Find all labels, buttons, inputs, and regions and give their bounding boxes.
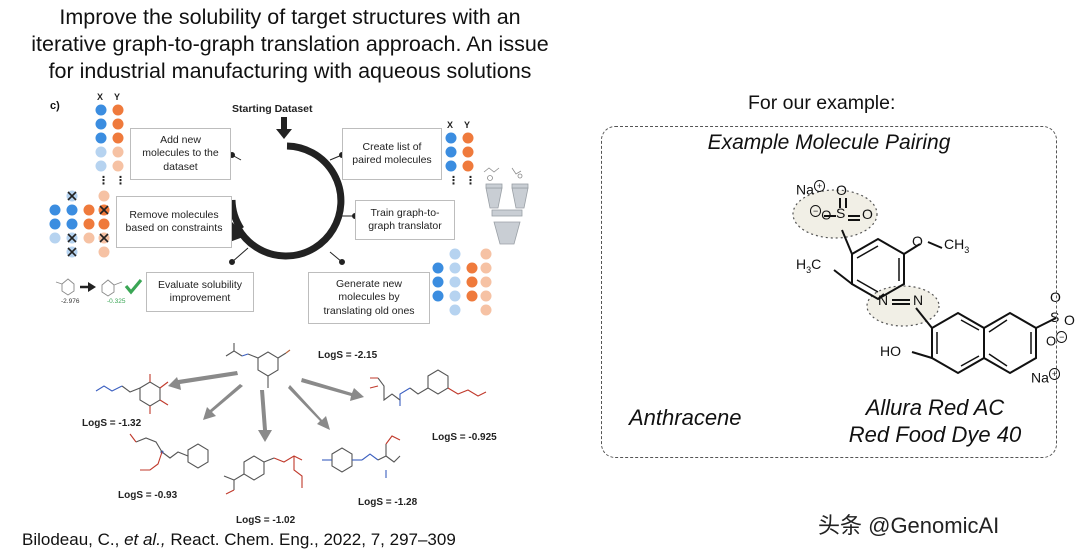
ellipsis-right-x: ⋮ bbox=[448, 175, 459, 187]
allura-red-label: Allura Red AC Red Food Dye 40 bbox=[820, 394, 1050, 448]
ellipsis-right-y: ⋮ bbox=[465, 175, 476, 187]
s-right: S bbox=[1050, 309, 1060, 325]
o-minus-right: O− bbox=[1046, 331, 1068, 349]
translator-network-icon bbox=[485, 183, 529, 245]
o-minus-right-charge: − bbox=[1056, 331, 1068, 343]
watermark: 头条 @GenomicAI bbox=[818, 513, 1000, 538]
o-top-up: O bbox=[836, 182, 847, 198]
cycle-diagram bbox=[49, 104, 529, 495]
ho-label: HO bbox=[880, 343, 901, 359]
food-dye-name: Red Food Dye 40 bbox=[848, 422, 1022, 447]
citation-etal: et al., bbox=[124, 530, 166, 549]
o-top-right: O bbox=[862, 206, 873, 222]
parent-molecule bbox=[225, 343, 291, 388]
dataset-columns-top-left bbox=[95, 104, 124, 172]
ellipsis-left-y: ⋮ bbox=[115, 175, 126, 187]
product-molecule-4 bbox=[322, 435, 401, 478]
cycle-arrow bbox=[224, 142, 345, 260]
start-arrow bbox=[276, 117, 292, 139]
product-molecule-3 bbox=[223, 455, 303, 495]
product-molecule-2 bbox=[129, 433, 209, 471]
logs-product-5: LogS = -0.925 bbox=[432, 432, 497, 443]
example-pairing-box bbox=[601, 126, 1057, 458]
allura-red-name: Allura Red AC bbox=[865, 395, 1005, 420]
ellipsis-left-x: ⋮ bbox=[98, 175, 109, 187]
col-y-top-right: Y bbox=[464, 120, 471, 130]
na-top-charge: + bbox=[813, 180, 826, 192]
logs-product-2: LogS = -0.93 bbox=[118, 490, 178, 501]
slide-title: Improve the solubility of target structu… bbox=[0, 4, 580, 85]
h3c-label: H3C bbox=[796, 256, 822, 275]
dataset-columns-top-right bbox=[445, 132, 474, 172]
o-minus-right-text: O bbox=[1046, 333, 1057, 349]
eval-after-value: -0.325 bbox=[107, 298, 126, 305]
for-example-heading: For our example: bbox=[748, 92, 896, 114]
step-create-pairs: Create list of paired molecules bbox=[342, 128, 442, 180]
mini-molecule-icons bbox=[483, 167, 523, 181]
step-evaluate-solubility: Evaluate solubility improvement bbox=[146, 272, 254, 312]
step-add-molecules: Add new molecules to the dataset bbox=[130, 128, 231, 180]
anthracene-label: Anthracene bbox=[629, 405, 742, 430]
citation-authors: Bilodeau, C., bbox=[22, 530, 125, 549]
na-bottom: Na+ bbox=[1031, 368, 1061, 386]
col-x-top-left: X bbox=[97, 92, 104, 102]
title-line-2: iterative graph-to-graph translation app… bbox=[31, 32, 549, 56]
title-line-3: for industrial manufacturing with aqueou… bbox=[48, 59, 532, 83]
step-remove-molecules: Remove molecules based on constraints bbox=[116, 196, 232, 248]
starting-dataset-label: Starting Dataset bbox=[232, 103, 313, 115]
product-molecule-5 bbox=[369, 369, 487, 406]
s-top: S bbox=[836, 205, 846, 221]
na-bottom-text: Na bbox=[1031, 369, 1049, 386]
example-pairing-title: Example Molecule Pairing bbox=[707, 131, 951, 154]
o-right-up: O bbox=[1050, 289, 1061, 305]
col-y-top-left: Y bbox=[114, 92, 121, 102]
o-right-side: O bbox=[1064, 312, 1075, 328]
title-line-1: Improve the solubility of target structu… bbox=[59, 5, 521, 29]
eval-before-value: -2.976 bbox=[61, 298, 80, 305]
removed-molecules bbox=[49, 190, 110, 258]
product-molecule-1 bbox=[95, 374, 169, 414]
n-azo-2: N bbox=[913, 292, 924, 308]
na-bottom-charge: + bbox=[1048, 368, 1061, 380]
logs-parent: LogS = -2.15 bbox=[318, 350, 378, 361]
logs-product-1: LogS = -1.32 bbox=[82, 418, 142, 429]
evaluate-example bbox=[55, 278, 143, 297]
logs-product-3: LogS = -1.02 bbox=[236, 515, 296, 526]
translation-tree-arrows bbox=[168, 371, 364, 442]
o-methoxy: O bbox=[912, 233, 923, 249]
citation-journal: React. Chem. Eng., 2022, 7, 297–309 bbox=[165, 530, 456, 549]
step-generate-molecules: Generate new molecules by translating ol… bbox=[308, 272, 430, 324]
o-minus-text: O bbox=[821, 207, 832, 223]
n-azo-1: N bbox=[878, 292, 889, 308]
o-minus-charge: − bbox=[810, 205, 822, 217]
step-train-translator: Train graph-to-graph translator bbox=[355, 200, 455, 240]
o-minus-top: −O bbox=[810, 205, 832, 223]
panel-label: c) bbox=[50, 100, 60, 112]
ch3-label: CH3 bbox=[944, 236, 970, 255]
allura-red-structure bbox=[792, 189, 1057, 375]
na-top-text: Na bbox=[796, 181, 814, 198]
logs-product-4: LogS = -1.28 bbox=[358, 497, 418, 508]
citation: Bilodeau, C., et al., React. Chem. Eng.,… bbox=[22, 530, 456, 550]
col-x-top-right: X bbox=[447, 120, 454, 130]
generated-molecules bbox=[432, 248, 492, 316]
na-top: Na+ bbox=[796, 180, 826, 198]
